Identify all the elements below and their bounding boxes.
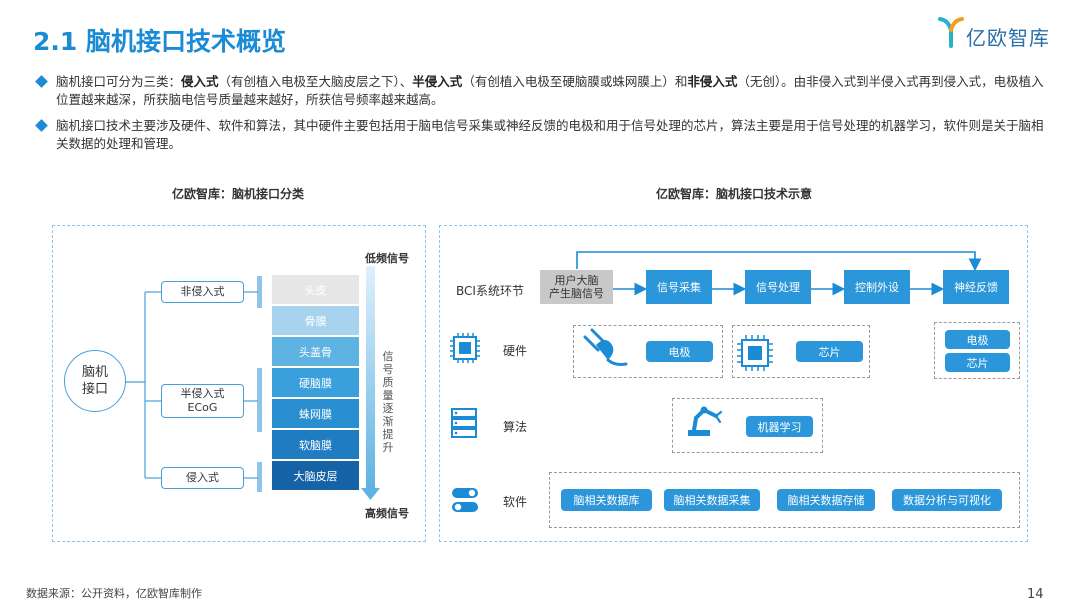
robot-arm-icon <box>688 406 723 436</box>
plug-icon <box>583 328 628 366</box>
software-label: 软件 <box>503 495 528 509</box>
software-item-analytics: 数据分析与可视化 <box>892 489 1002 511</box>
software-item-storage: 脑相关数据存储 <box>777 489 875 511</box>
software-item-collection: 脑相关数据采集 <box>664 489 760 511</box>
feedback-chip-pill: 芯片 <box>945 353 1010 372</box>
layer-periosteum: 骨膜 <box>272 306 359 335</box>
hardware-label: 硬件 <box>503 344 528 358</box>
logo-text: 亿欧智库 <box>966 26 1050 50</box>
bullet-item: 脑机接口可分为三类：侵入式（有创植入电极至大脑皮层之下）、半侵入式（有创植入电极… <box>35 73 1046 109</box>
feedback-hardware-group <box>934 322 1020 379</box>
feedback-electrode-pill: 电极 <box>945 330 1010 349</box>
layer-dura: 硬脑膜 <box>272 368 359 397</box>
bci-root-node: 脑机 接口 <box>64 350 126 412</box>
high-frequency-label: 高频信号 <box>365 507 409 520</box>
layer-pia: 软脑膜 <box>272 430 359 459</box>
bci-system-label: BCI系统环节 <box>456 284 524 298</box>
left-chart-subtitle: 亿欧智库：脑机接口分类 <box>172 187 305 201</box>
category-invasive: 侵入式 <box>161 467 244 489</box>
bullet-text: 脑机接口技术主要涉及硬件、软件和算法，其中硬件主要包括用于脑电信号采集或神经反馈… <box>56 118 1044 151</box>
right-panel <box>439 225 1028 542</box>
algorithm-label: 算法 <box>503 420 528 434</box>
flow-step-acquisition: 信号采集 <box>646 270 712 304</box>
cpu-icon <box>737 335 773 371</box>
low-frequency-label: 低频信号 <box>365 252 409 265</box>
chip-group <box>732 325 870 378</box>
machine-learning-pill: 机器学习 <box>746 416 813 437</box>
bullet-bold: 半侵入式 <box>412 74 463 89</box>
category-label: 半侵入式 <box>180 387 225 400</box>
bullet-text: （无创）。由非侵入式到半侵入式再到侵入式，电极植入位置越来越深，所获脑电信号质量… <box>56 74 1044 107</box>
bullet-text: （有创植入电极至硬脑膜或蛛网膜上）和 <box>462 74 688 89</box>
layer-cortex: 大脑皮层 <box>272 461 359 490</box>
bullet-bold: 侵入式 <box>181 74 219 89</box>
software-group <box>549 472 1020 528</box>
electrode-group <box>573 325 723 378</box>
flow-step-user-brain: 用户大脑 产生脑信号 <box>540 270 613 304</box>
bullet-list: 脑机接口可分为三类：侵入式（有创植入电极至大脑皮层之下）、半侵入式（有创植入电极… <box>35 73 1046 161</box>
logo-icon <box>938 17 964 48</box>
bullet-text: 脑机接口可分为三类： <box>56 74 182 89</box>
bullet-text: （有创植入电极至大脑皮层之下）、 <box>218 74 413 89</box>
server-icon <box>451 408 477 438</box>
page-number: 14 <box>1027 587 1044 602</box>
bullet-item: 脑机接口技术主要涉及硬件、软件和算法，其中硬件主要包括用于脑电信号采集或神经反馈… <box>35 117 1046 153</box>
signal-quality-axis-label: 信号质量逐渐提升 <box>382 350 394 454</box>
ml-group <box>672 398 823 453</box>
chip-pill: 芯片 <box>796 341 863 362</box>
left-panel <box>52 225 426 542</box>
layer-skull: 头盖骨 <box>272 337 359 366</box>
bullet-bold: 非侵入式 <box>687 74 738 89</box>
layer-scalp: 头皮 <box>272 275 359 304</box>
layer-arachnoid: 蛛网膜 <box>272 399 359 428</box>
software-item-database: 脑相关数据库 <box>561 489 652 511</box>
logo: 亿欧智库 <box>938 16 1062 50</box>
flow-step-feedback: 神经反馈 <box>943 270 1009 304</box>
chip-icon <box>450 333 480 363</box>
source-note: 数据来源：公开资料，亿欧智库制作 <box>26 587 202 600</box>
category-semi-invasive: 半侵入式 ECoG <box>161 384 244 418</box>
flow-step-control: 控制外设 <box>844 270 910 304</box>
toggle-icon <box>452 488 478 512</box>
category-sublabel: ECoG <box>187 401 218 414</box>
electrode-pill: 电极 <box>646 341 713 362</box>
right-chart-subtitle: 亿欧智库：脑机接口技术示意 <box>656 187 813 201</box>
flow-step-processing: 信号处理 <box>745 270 811 304</box>
page-title: 2.1 脑机接口技术概览 <box>33 27 286 56</box>
category-non-invasive: 非侵入式 <box>161 281 244 303</box>
